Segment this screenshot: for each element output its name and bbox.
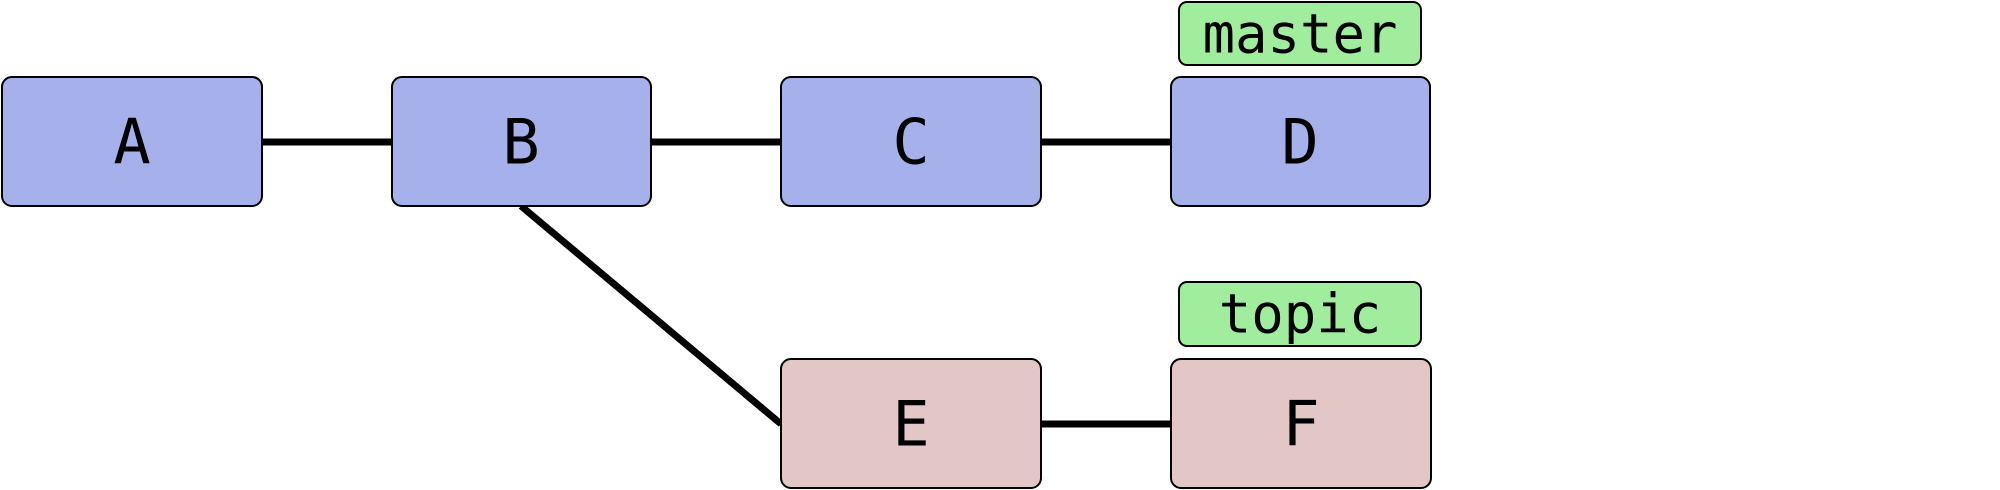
- commit-d-label: D: [1281, 106, 1318, 179]
- commit-e-node: E: [780, 358, 1042, 489]
- commit-c-label: C: [892, 106, 929, 179]
- commit-f-label: F: [1282, 388, 1319, 461]
- commit-a-label: A: [113, 106, 150, 179]
- branch-topic-tag: topic: [1178, 281, 1422, 347]
- branch-topic-label: topic: [1219, 283, 1382, 346]
- commit-c-node: C: [780, 76, 1042, 207]
- commit-b-label: B: [502, 106, 539, 179]
- branch-master-label: master: [1202, 3, 1397, 66]
- branch-master-tag: master: [1178, 1, 1422, 66]
- commit-b-node: B: [391, 76, 652, 207]
- edge-b-e: [518, 203, 784, 427]
- commit-a-node: A: [1, 76, 263, 207]
- commit-d-node: D: [1170, 76, 1431, 207]
- commit-f-node: F: [1170, 358, 1432, 489]
- commit-e-label: E: [892, 388, 929, 461]
